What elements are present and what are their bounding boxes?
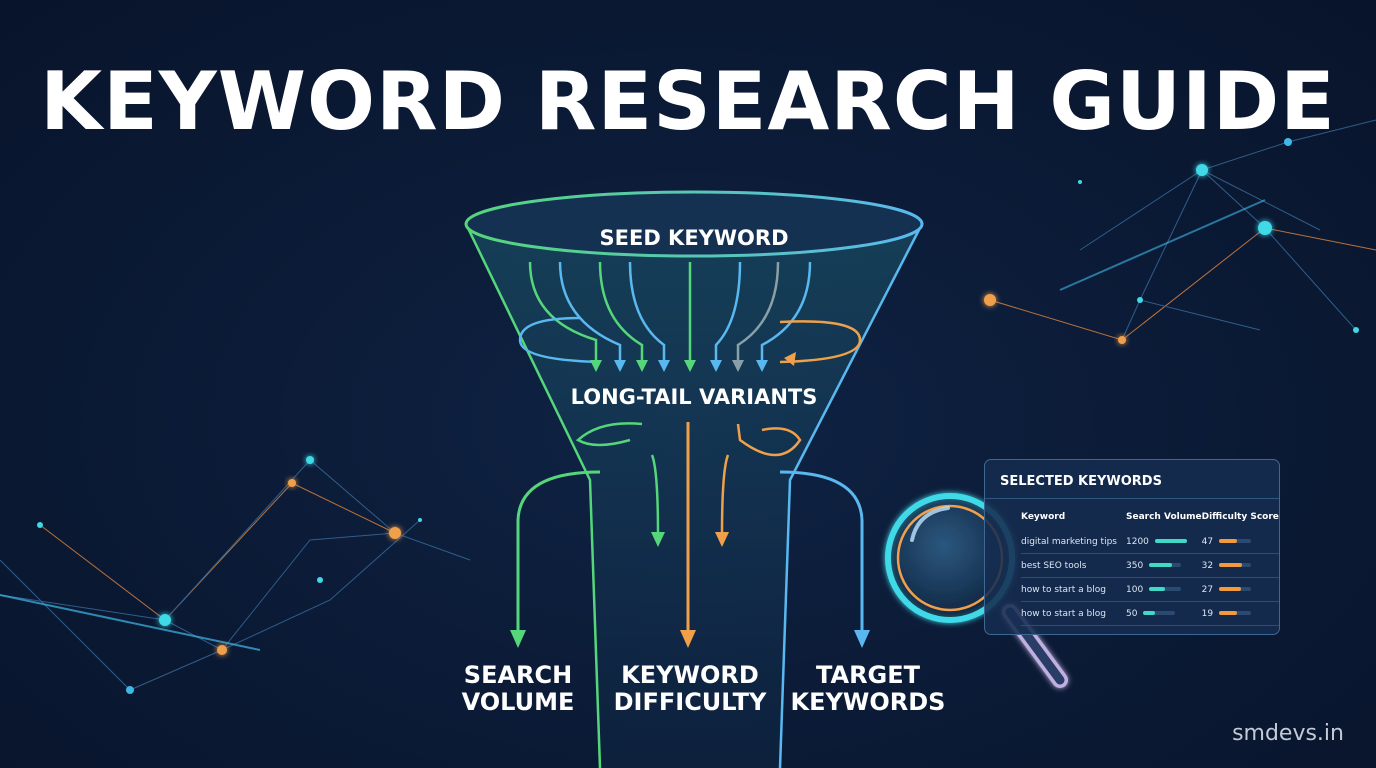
- panel-divider: [985, 498, 1279, 499]
- volume-cell: 100: [1126, 577, 1202, 602]
- difficulty-bar-fill: [1219, 611, 1237, 615]
- difficulty-bar-fill: [1219, 587, 1241, 591]
- difficulty-cell: 32: [1201, 553, 1279, 578]
- difficulty-bar-fill: [1219, 539, 1237, 543]
- keyword-cell: how to start a blog: [1021, 577, 1126, 602]
- volume-bar-fill: [1149, 587, 1166, 591]
- table-header-row: Keyword Search Volume Difficulty Score: [1021, 504, 1279, 530]
- volume-bar: [1143, 611, 1176, 615]
- target-keywords-label: TARGET KEYWORDS: [790, 661, 946, 716]
- search-volume-label: SEARCH VOLUME: [461, 661, 575, 716]
- difficulty-bar: [1219, 539, 1252, 543]
- network-right: [984, 119, 1376, 344]
- difficulty-bar: [1219, 587, 1252, 591]
- difficulty-value: 19: [1201, 608, 1214, 619]
- volume-bar: [1149, 587, 1182, 591]
- difficulty-bar: [1219, 611, 1252, 615]
- volume-cell: 1200: [1126, 530, 1202, 554]
- keywords-table: Keyword Search Volume Difficulty Score d…: [1021, 504, 1279, 626]
- header-keyword: Keyword: [1021, 512, 1066, 522]
- volume-value: 1200: [1126, 536, 1149, 547]
- volume-value: 350: [1126, 560, 1144, 571]
- watermark: smdevs.in: [1232, 721, 1344, 746]
- output-arrows: [510, 422, 870, 648]
- network-left: [0, 456, 471, 694]
- difficulty-cell: 27: [1201, 577, 1279, 602]
- difficulty-bar-fill: [1219, 563, 1243, 567]
- magnifier-icon: [885, 493, 1068, 688]
- long-tail-variants-label: LONG-TAIL VARIANTS: [570, 385, 818, 409]
- volume-bar-fill: [1143, 611, 1155, 615]
- volume-cell: 50: [1126, 601, 1202, 626]
- volume-value: 100: [1126, 584, 1144, 595]
- keyword-difficulty-label: KEYWORD DIFFICULTY: [613, 661, 767, 716]
- keyword-cell: how to start a blog: [1021, 601, 1126, 626]
- page-title: KEYWORD RESEARCH GUIDE: [40, 55, 1336, 148]
- selected-keywords-panel: SELECTED KEYWORDS Keyword Search Volume …: [984, 459, 1280, 635]
- difficulty-value: 47: [1201, 536, 1214, 547]
- difficulty-bar: [1219, 563, 1252, 567]
- difficulty-value: 27: [1201, 584, 1214, 595]
- keyword-cell: best SEO tools: [1021, 553, 1126, 578]
- volume-cell: 350: [1126, 553, 1202, 578]
- difficulty-value: 32: [1201, 560, 1214, 571]
- header-search-volume: Search Volume: [1126, 512, 1202, 522]
- difficulty-cell: 19: [1201, 601, 1279, 626]
- volume-bar-fill: [1154, 539, 1187, 543]
- keyword-cell: digital marketing tips: [1021, 530, 1126, 554]
- seed-keyword-label: SEED KEYWORD: [599, 226, 789, 250]
- header-difficulty-score: Difficulty Score: [1201, 512, 1279, 522]
- volume-bar-fill: [1149, 563, 1173, 567]
- difficulty-cell: 47: [1201, 530, 1279, 554]
- volume-value: 50: [1126, 608, 1138, 619]
- panel-title: SELECTED KEYWORDS: [1000, 474, 1162, 489]
- volume-bar: [1154, 539, 1187, 543]
- volume-bar: [1149, 563, 1182, 567]
- keyword-streams: [518, 261, 862, 372]
